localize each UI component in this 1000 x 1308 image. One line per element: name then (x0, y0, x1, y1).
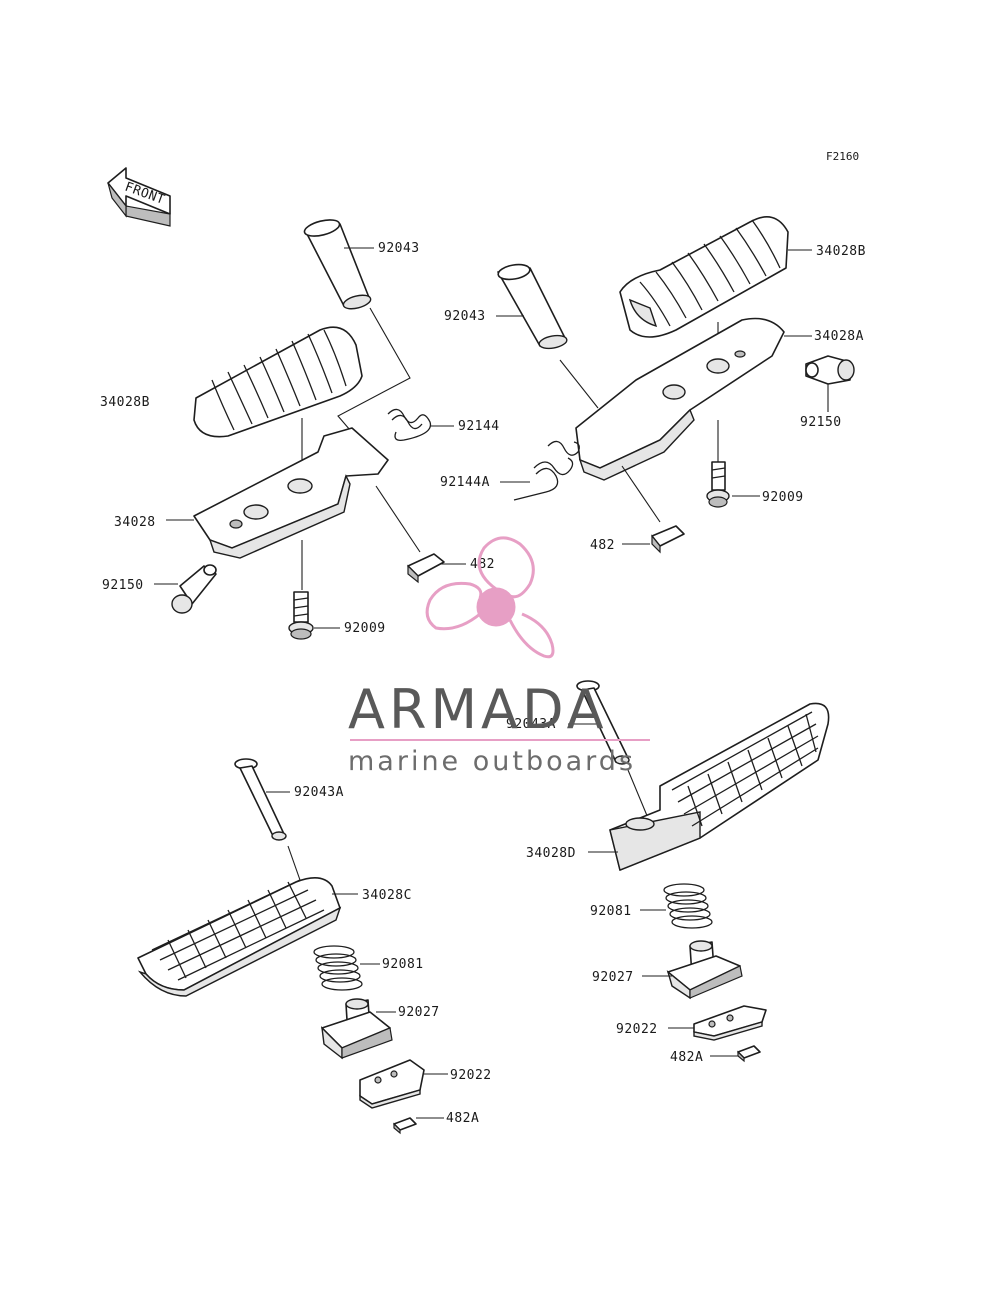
spring-92144A (513, 440, 580, 501)
callout-label: 482 (590, 538, 615, 553)
callout-labels: 92043 34028B 92144 34028 482 92150 92009… (100, 241, 866, 1126)
assembly-top-left (154, 219, 445, 640)
pin-92043A-right (576, 680, 630, 765)
spring-92081-left (313, 945, 363, 991)
callout-label: 482A (670, 1050, 703, 1065)
propeller-logo-icon (425, 536, 555, 659)
screw-92009-right (706, 461, 730, 508)
callout-label: 92043 (444, 309, 486, 324)
callout-label: 92150 (102, 578, 144, 593)
callout-label: 92027 (592, 970, 634, 985)
watermark-brand: ARMADA (348, 678, 608, 741)
callout-label: 92022 (616, 1022, 658, 1037)
pin-92043-left (303, 219, 372, 310)
callout-label: 92144 (458, 419, 500, 434)
clip-482A-right (737, 1045, 761, 1063)
watermark: ARMADA marine outboards (348, 536, 650, 777)
callout-label: 92043A (294, 785, 344, 800)
callout-label: 34028C (362, 888, 412, 903)
rubber-pad-34028B-left (193, 326, 363, 438)
callout-label: 34028B (100, 395, 150, 410)
rubber-pad-34028B-right (619, 216, 789, 338)
clip-482-right (651, 525, 685, 554)
spring-92144 (387, 408, 432, 441)
plate-92022-right (693, 1005, 767, 1041)
callout-label: 92043A (506, 717, 556, 732)
callout-label: 34028B (816, 244, 866, 259)
callout-label: 92081 (590, 904, 632, 919)
figure-id: F2160 (826, 150, 859, 163)
callout-label: 34028A (814, 329, 864, 344)
callout-label: 34028 (114, 515, 156, 530)
pin-92043-right (497, 263, 568, 350)
callout-label: 92009 (344, 621, 386, 636)
clip-482A-left (393, 1117, 417, 1135)
bracket-34028 (193, 427, 389, 559)
footpeg-34028D (609, 702, 830, 871)
footpeg-34028D-grip (671, 711, 819, 827)
callout-label: 92027 (398, 1005, 440, 1020)
bracket-92027-left (321, 998, 393, 1060)
bolt-92150-left (171, 564, 217, 614)
footpeg-34028C (137, 877, 342, 997)
pin-92043A-left (234, 758, 287, 841)
callout-label: 482 (470, 557, 495, 572)
callout-label: 92022 (450, 1068, 492, 1083)
footpeg-34028C-grip (151, 879, 325, 981)
assembly-top-right (497, 216, 855, 554)
assembly-bottom-right (576, 680, 830, 1063)
bolt-92150-right (805, 355, 855, 385)
callout-label: 92081 (382, 957, 424, 972)
bracket-92027-right (666, 940, 743, 1000)
callout-label: 34028D (526, 846, 576, 861)
callout-label: 92150 (800, 415, 842, 430)
callout-label: 482A (446, 1111, 479, 1126)
screw-92009-left (288, 591, 314, 640)
watermark-tagline: marine outboards (348, 746, 636, 777)
callout-label: 92009 (762, 490, 804, 505)
clip-482-left (407, 553, 445, 584)
front-arrow-icon: FRONT (107, 167, 171, 227)
assembly-bottom-left (137, 758, 448, 1135)
bracket-34028A (575, 317, 785, 481)
callout-label: 92144A (440, 475, 490, 490)
spring-92081-right (663, 883, 713, 929)
callout-label: 92043 (378, 241, 420, 256)
plate-92022-left (359, 1059, 425, 1109)
